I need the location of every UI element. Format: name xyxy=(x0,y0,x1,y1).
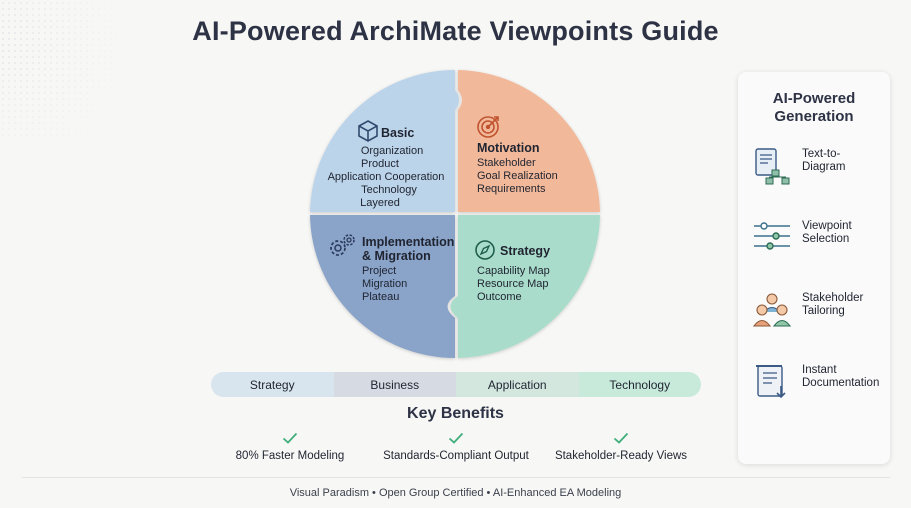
motivation-item: Goal Realization xyxy=(477,170,558,182)
quadrant-implementation[interactable] xyxy=(310,215,455,358)
panel-item-label: Viewpoint Selection xyxy=(802,220,852,245)
benefit-item: Standards-Compliant Output xyxy=(366,432,546,462)
viewpoint-wheel: Basic Organization Product Application C… xyxy=(310,70,601,358)
implementation-item: Plateau xyxy=(362,291,399,303)
panel-item-stakeholder-tailoring[interactable]: Stakeholder Tailoring xyxy=(752,290,890,336)
motivation-item: Stakeholder xyxy=(477,157,536,169)
panel-item-text-to-diagram[interactable]: Text-to- Diagram xyxy=(752,146,890,192)
motivation-target-icon xyxy=(477,116,499,138)
panel-item-label: Text-to- Diagram xyxy=(802,148,846,173)
implementation-gears-icon xyxy=(330,234,355,256)
basic-item: Technology xyxy=(361,184,417,196)
benefit-item: Stakeholder-Ready Views xyxy=(531,432,711,462)
quadrant-strategy[interactable] xyxy=(450,215,601,358)
basic-item: Product xyxy=(361,158,399,170)
implementation-item: Migration xyxy=(362,278,407,290)
panel-title-text: AI-Powered Generation xyxy=(772,90,856,125)
benefit-item: 80% Faster Modeling xyxy=(200,432,380,462)
strategy-item: Capability Map xyxy=(477,265,550,277)
background-dots xyxy=(0,0,160,140)
panel-title: AI-Powered Generation xyxy=(738,90,890,126)
panel-item-instant-documentation[interactable]: Instant Documentation xyxy=(752,362,890,408)
layer-application[interactable]: Application xyxy=(456,372,579,397)
scroll-document-icon xyxy=(756,365,786,399)
text-to-diagram-icon xyxy=(755,148,790,185)
panel-item-viewpoint-selection[interactable]: Viewpoint Selection xyxy=(752,218,890,264)
benefit-label: 80% Faster Modeling xyxy=(235,450,345,462)
basic-item: Application Cooperation xyxy=(328,171,445,183)
basic-item: Organization xyxy=(361,145,423,157)
benefits-title: Key Benefits xyxy=(407,405,504,422)
footer-divider xyxy=(22,477,890,478)
strategy-item: Outcome xyxy=(477,291,522,303)
sliders-icon xyxy=(754,222,790,250)
layer-strategy[interactable]: Strategy xyxy=(211,372,334,397)
implementation-heading: Implementation xyxy=(362,235,454,249)
basic-item: Layered xyxy=(360,197,400,209)
checkmark-icon xyxy=(448,432,464,444)
motivation-heading: Motivation xyxy=(477,141,540,155)
page-title: AI-Powered ArchiMate Viewpoints Guide xyxy=(192,16,719,46)
implementation-heading: & Migration xyxy=(362,249,431,263)
strategy-heading: Strategy xyxy=(500,244,550,258)
quadrant-motivation[interactable] xyxy=(458,70,600,212)
ai-generation-panel: AI-Powered Generation Text-to- Diagram V… xyxy=(738,72,890,464)
people-icon xyxy=(752,293,792,327)
checkmark-icon xyxy=(613,432,629,444)
quadrant-basic[interactable] xyxy=(310,70,459,212)
strategy-item: Resource Map xyxy=(477,278,549,290)
checkmark-icon xyxy=(282,432,298,444)
layer-business[interactable]: Business xyxy=(333,372,456,397)
benefit-label: Standards-Compliant Output xyxy=(383,450,529,462)
layer-technology[interactable]: Technology xyxy=(578,372,701,397)
basic-cube-icon xyxy=(358,120,378,142)
basic-heading: Basic xyxy=(381,126,414,140)
architecture-layer-bar: Strategy Business Application Technology xyxy=(211,372,701,397)
panel-item-label: Instant Documentation xyxy=(802,364,880,389)
benefit-label: Stakeholder-Ready Views xyxy=(554,450,688,462)
panel-item-label: Stakeholder Tailoring xyxy=(802,292,864,317)
implementation-item: Project xyxy=(362,265,396,277)
motivation-item: Requirements xyxy=(477,183,546,195)
strategy-compass-icon xyxy=(475,240,495,260)
footer-text: Visual Paradism • Open Group Certified •… xyxy=(289,487,622,499)
